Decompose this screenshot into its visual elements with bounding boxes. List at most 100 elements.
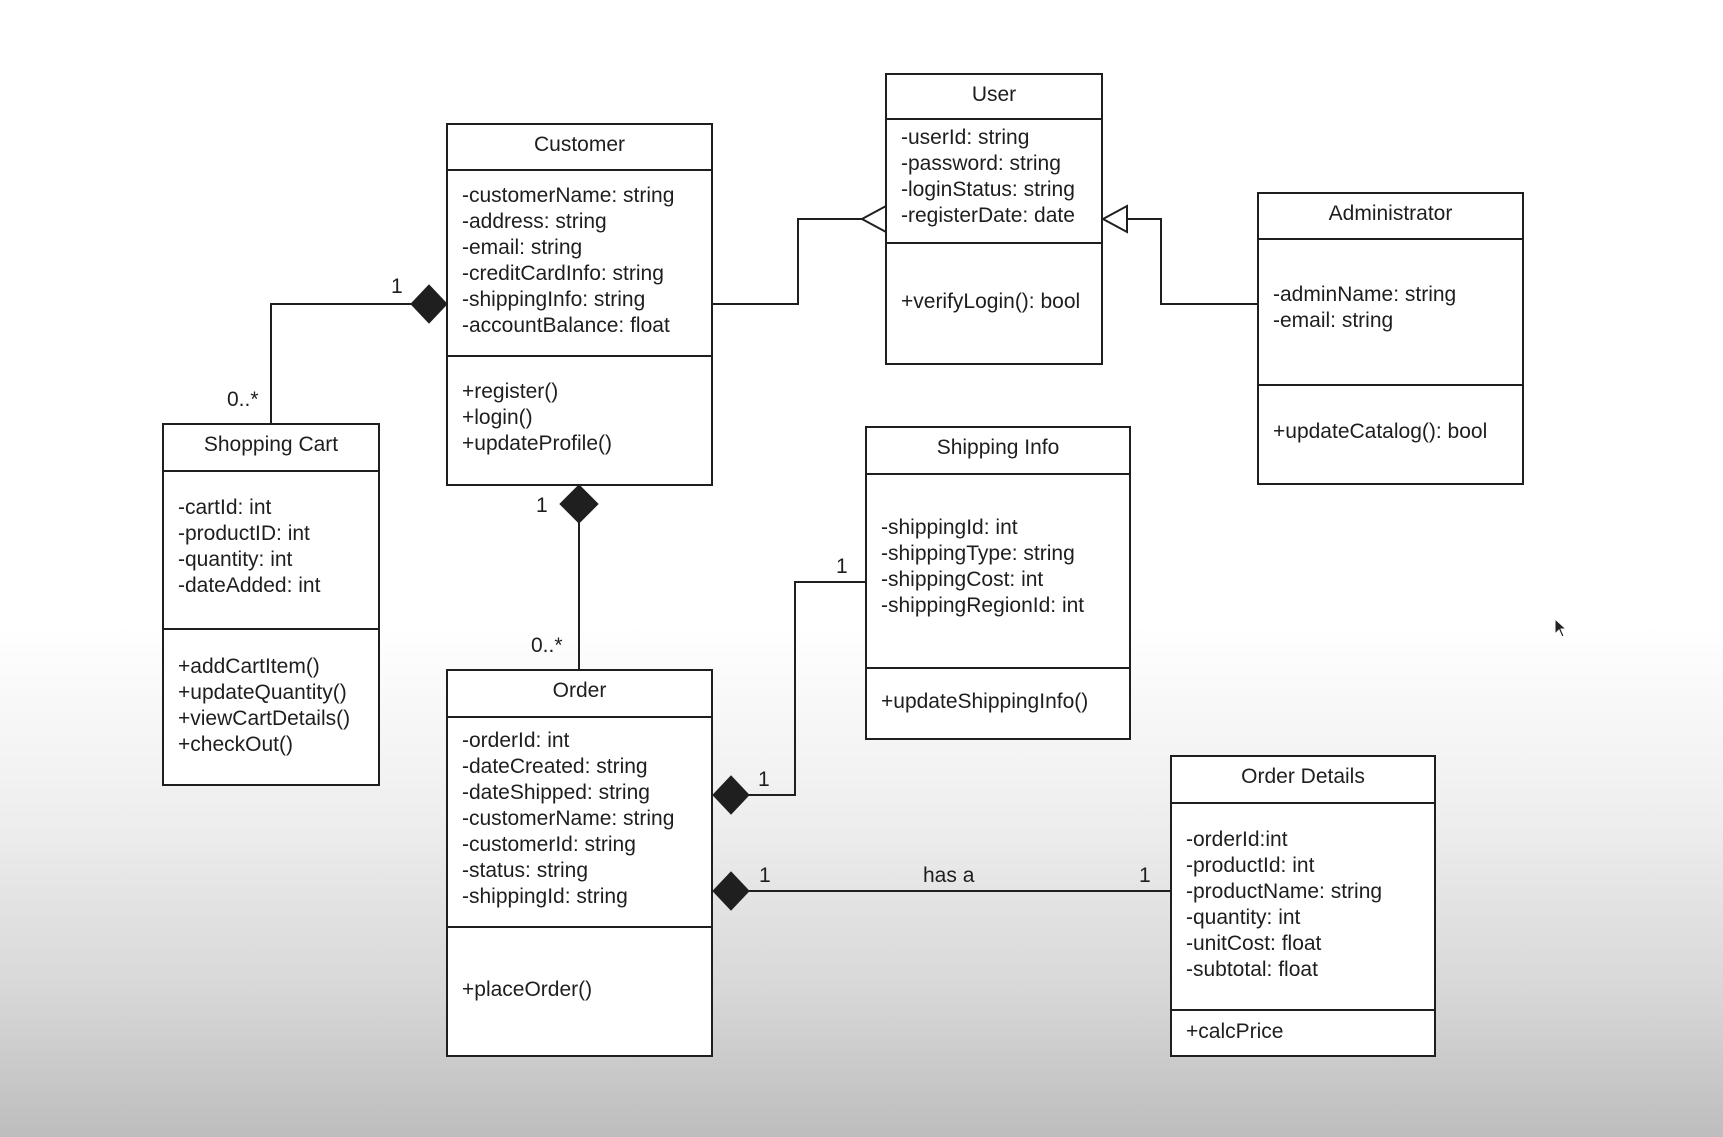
attribute: -unitCost: float — [1186, 932, 1322, 955]
customer-class-name: Customer — [533, 133, 626, 156]
shopping-cart-class-name: Shopping Cart — [203, 433, 339, 456]
user-name-separator — [887, 118, 1101, 120]
customer-cart-composition-diamond — [410, 284, 448, 324]
attribute: -quantity: int — [1186, 906, 1301, 929]
customer-user-generalization-line — [712, 218, 862, 305]
customer-order-order-multiplicity: 0..* — [531, 634, 563, 657]
customer-class[interactable]: Customer -customerName: string -address:… — [446, 123, 713, 486]
order-details-details-multiplicity: 1 — [1139, 864, 1151, 887]
attribute: -dateShipped: string — [462, 781, 650, 804]
order-shipping-composition-diamond — [712, 775, 750, 815]
attribute: -productID: int — [178, 522, 310, 545]
order-class-name: Order — [552, 679, 607, 702]
attribute: -customerName: string — [462, 807, 675, 830]
method: +checkOut() — [178, 733, 293, 756]
method: +updateShippingInfo() — [881, 690, 1089, 713]
order-attributes: -orderId: int -dateCreated: string -date… — [462, 728, 707, 910]
attribute: -shippingId: string — [462, 885, 628, 908]
attribute: -accountBalance: float — [462, 314, 670, 337]
user-attributes-separator — [887, 242, 1101, 244]
order-details-class-name: Order Details — [1241, 765, 1365, 788]
shipping-info-attributes: -shippingId: int -shippingType: string -… — [881, 515, 1125, 619]
order-details-attributes: -orderId:int -productId: int -productNam… — [1186, 827, 1430, 983]
attribute: -customerId: string — [462, 833, 636, 856]
attribute: -loginStatus: string — [901, 178, 1075, 201]
attribute: -customerName: string — [462, 184, 675, 207]
customer-methods: +register() +login() +updateProfile() — [462, 379, 707, 457]
attribute: -shippingInfo: string — [462, 288, 646, 311]
user-methods: +verifyLogin(): bool — [901, 289, 1097, 315]
attribute: -shippingRegionId: int — [881, 594, 1085, 617]
user-attributes: -userId: string -password: string -login… — [901, 125, 1097, 229]
customer-attributes-separator — [448, 355, 711, 357]
method: +placeOrder() — [462, 978, 593, 1001]
attribute: -dateAdded: int — [178, 574, 321, 597]
administrator-class[interactable]: Administrator -adminName: string -email:… — [1257, 192, 1524, 485]
method: +calcPrice — [1186, 1020, 1284, 1043]
order-class[interactable]: Order -orderId: int -dateCreated: string… — [446, 669, 713, 1057]
method: +addCartItem() — [178, 655, 320, 678]
attribute: -shippingType: string — [881, 542, 1075, 565]
attribute: -cartId: int — [178, 496, 272, 519]
user-class[interactable]: User -userId: string -password: string -… — [885, 73, 1103, 365]
attribute: -status: string — [462, 859, 589, 882]
method: +viewCartDetails() — [178, 707, 351, 730]
order-name-separator — [448, 716, 711, 718]
attribute: -creditCardInfo: string — [462, 262, 664, 285]
order-details-class[interactable]: Order Details -orderId:int -productId: i… — [1170, 755, 1436, 1057]
attribute: -userId: string — [901, 126, 1030, 149]
shipping-info-attributes-separator — [867, 667, 1129, 669]
attribute: -email: string — [1273, 309, 1394, 332]
order-details-name-separator — [1172, 802, 1434, 804]
administrator-attributes: -adminName: string -email: string — [1273, 282, 1518, 334]
order-details-composition-diamond — [712, 871, 750, 911]
attribute: -adminName: string — [1273, 283, 1457, 306]
attribute: -password: string — [901, 152, 1061, 175]
shopping-cart-attributes-separator — [164, 628, 378, 630]
customer-order-composition-diamond — [559, 484, 599, 524]
administrator-class-name: Administrator — [1328, 202, 1453, 225]
order-methods: +placeOrder() — [462, 977, 707, 1003]
administrator-name-separator — [1259, 238, 1522, 240]
mouse-pointer-icon — [1554, 618, 1568, 638]
shopping-cart-name-separator — [164, 470, 378, 472]
attribute: -productId: int — [1186, 854, 1315, 877]
shopping-cart-class[interactable]: Shopping Cart -cartId: int -productID: i… — [162, 423, 380, 786]
shipping-info-name-separator — [867, 473, 1129, 475]
attribute: -quantity: int — [178, 548, 293, 571]
attribute: -orderId: int — [462, 729, 570, 752]
attribute: -orderId:int — [1186, 828, 1288, 851]
customer-user-inheritance-arrowhead — [859, 204, 887, 234]
order-shipping-order-multiplicity: 1 — [758, 768, 770, 791]
attribute: -subtotal: float — [1186, 958, 1318, 981]
customer-name-separator — [448, 169, 711, 171]
method: +register() — [462, 380, 559, 403]
method: +updateProfile() — [462, 432, 613, 455]
method: +updateCatalog(): bool — [1273, 420, 1488, 443]
shipping-info-methods: +updateShippingInfo() — [881, 689, 1125, 715]
method: +updateQuantity() — [178, 681, 347, 704]
administrator-attributes-separator — [1259, 384, 1522, 386]
attribute: -shippingId: int — [881, 516, 1018, 539]
shipping-info-class[interactable]: Shipping Info -shippingId: int -shipping… — [865, 426, 1131, 740]
administrator-methods: +updateCatalog(): bool — [1273, 419, 1518, 445]
attribute: -address: string — [462, 210, 607, 233]
shopping-cart-methods: +addCartItem() +updateQuantity() +viewCa… — [178, 654, 374, 758]
customer-attributes: -customerName: string -address: string -… — [462, 183, 707, 339]
order-shipping-shipping-multiplicity: 1 — [836, 555, 848, 578]
admin-user-generalization-line — [1127, 218, 1258, 305]
admin-user-inheritance-arrowhead — [1100, 204, 1128, 234]
attribute: -email: string — [462, 236, 583, 259]
order-attributes-separator — [448, 926, 711, 928]
order-details-methods: +calcPrice — [1186, 1019, 1430, 1045]
customer-cart-cart-multiplicity: 0..* — [227, 388, 259, 411]
method: +verifyLogin(): bool — [901, 290, 1081, 313]
shopping-cart-attributes: -cartId: int -productID: int -quantity: … — [178, 495, 374, 599]
method: +login() — [462, 406, 533, 429]
order-details-association-label: has a — [923, 864, 975, 887]
attribute: -registerDate: date — [901, 204, 1075, 227]
order-details-order-multiplicity: 1 — [759, 864, 771, 887]
attribute: -shippingCost: int — [881, 568, 1044, 591]
customer-order-customer-multiplicity: 1 — [536, 494, 548, 517]
